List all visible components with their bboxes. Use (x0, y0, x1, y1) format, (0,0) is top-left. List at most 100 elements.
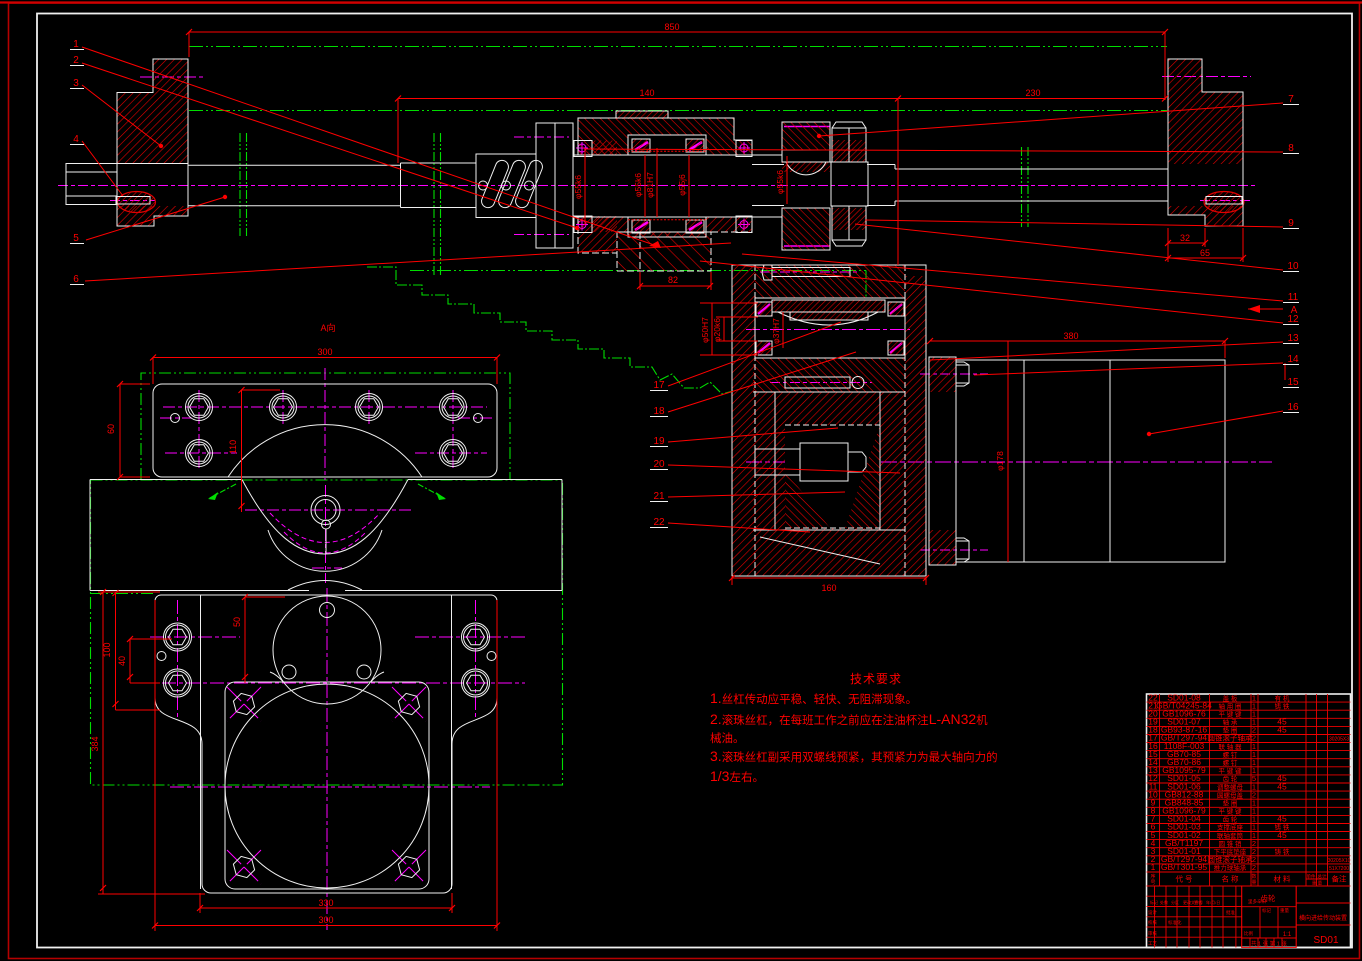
svg-text:2.滚珠丝杠，在每班工作之前应在注油杯注L-AN32机: 2.滚珠丝杠，在每班工作之前应在注油杯注L-AN32机 (710, 711, 988, 727)
svg-text:φ81H7: φ81H7 (645, 172, 655, 198)
svg-text:φ55k6: φ55k6 (633, 173, 643, 197)
svg-text:垫 圈: 垫 圈 (1223, 799, 1238, 808)
svg-text:5: 5 (1252, 774, 1256, 783)
svg-text:10: 10 (1287, 261, 1299, 272)
svg-text:材 料: 材 料 (1273, 874, 1291, 884)
svg-text:32: 32 (1180, 233, 1190, 243)
svg-text:处数: 处数 (1160, 899, 1168, 905)
svg-text:工艺: 工艺 (1148, 941, 1157, 946)
svg-text:轴 用 圈: 轴 用 圈 (1218, 701, 1241, 710)
svg-text:13: 13 (1148, 765, 1158, 775)
svg-text:重量: 重量 (1280, 907, 1289, 914)
svg-text:1: 1 (1252, 710, 1256, 719)
svg-text:100: 100 (102, 642, 112, 657)
svg-text:推力球轴承: 推力球轴承 (1214, 863, 1247, 872)
svg-text:1: 1 (1252, 766, 1256, 775)
svg-text:SD01-04: SD01-04 (1167, 814, 1201, 824)
svg-text:30205X10: 30205X10 (1328, 858, 1351, 864)
svg-text:SD01: SD01 (1313, 935, 1338, 946)
svg-text:45: 45 (1277, 830, 1287, 840)
svg-text:2: 2 (1252, 726, 1256, 735)
svg-text:φ55j6: φ55j6 (677, 174, 687, 196)
svg-text:GB/T297-94: GB/T297-94 (1161, 733, 1208, 743)
svg-text:1:1: 1:1 (1283, 932, 1292, 938)
svg-text:联轴套筒: 联轴套筒 (1217, 831, 1244, 840)
svg-text:标记: 标记 (1150, 899, 1158, 905)
svg-text:GB848-85: GB848-85 (1165, 798, 1204, 808)
svg-text:60: 60 (106, 424, 116, 434)
svg-text:GB1095-79: GB1095-79 (1162, 765, 1206, 775)
svg-text:GB/T04245-84: GB/T04245-84 (1156, 700, 1212, 710)
svg-text:380: 380 (1063, 331, 1078, 341)
svg-text:号: 号 (1150, 880, 1155, 886)
svg-text:1: 1 (1252, 693, 1256, 702)
svg-text:1108F-003: 1108F-003 (1164, 741, 1205, 751)
svg-text:8: 8 (1151, 806, 1156, 816)
svg-text:圆螺母盖: 圆螺母盖 (1217, 790, 1244, 799)
svg-text:比例: 比例 (1244, 930, 1253, 937)
svg-text:16: 16 (1148, 741, 1158, 751)
svg-text:1: 1 (1252, 758, 1256, 767)
svg-text:6: 6 (73, 274, 79, 285)
svg-text:圆 锥 销: 圆 锥 销 (1218, 839, 1242, 848)
svg-text:圆锥滚子轴承: 圆锥滚子轴承 (1208, 733, 1253, 743)
svg-text:51X7200: 51X7200 (1329, 866, 1349, 872)
svg-text:GB/T1197: GB/T1197 (1165, 838, 1203, 848)
svg-text:22: 22 (1148, 692, 1158, 702)
svg-text:110: 110 (228, 440, 238, 454)
svg-text:GB812-88: GB812-88 (1165, 789, 1204, 799)
svg-text:4: 4 (73, 134, 79, 145)
svg-text:1: 1 (1252, 742, 1256, 751)
svg-text:14: 14 (1148, 757, 1158, 767)
svg-text:调整螺母: 调整螺母 (1217, 782, 1244, 791)
svg-text:82: 82 (668, 275, 678, 285)
svg-text:11: 11 (1288, 292, 1299, 303)
svg-text:垫 圈: 垫 圈 (1223, 726, 1238, 735)
svg-text:共 1 张 第 1 张: 共 1 张 第 1 张 (1251, 940, 1287, 948)
svg-text:21: 21 (1148, 700, 1158, 710)
svg-text:8: 8 (1288, 143, 1294, 154)
svg-text:GB1096-79: GB1096-79 (1162, 806, 1206, 816)
svg-text:20: 20 (653, 459, 665, 470)
svg-text:2: 2 (1151, 854, 1156, 864)
svg-text:齿 轮: 齿 轮 (1223, 774, 1238, 783)
svg-text:14: 14 (1287, 354, 1299, 365)
svg-text:SD01-07: SD01-07 (1167, 717, 1201, 727)
svg-text:审核: 审核 (1148, 930, 1157, 937)
svg-text:45: 45 (1277, 781, 1287, 791)
svg-text:65: 65 (1200, 248, 1210, 258)
svg-text:2: 2 (1252, 790, 1256, 799)
svg-text:A向: A向 (320, 322, 335, 333)
svg-text:平 键 键: 平 键 键 (1218, 766, 1242, 775)
svg-text:齿轮: 齿轮 (1261, 893, 1277, 903)
svg-text:名 称: 名 称 (1221, 874, 1239, 884)
svg-text:SD01-08: SD01-08 (1167, 692, 1201, 702)
svg-text:384: 384 (90, 736, 100, 751)
svg-text:批准: 批准 (1226, 909, 1235, 916)
svg-text:量: 量 (1251, 879, 1256, 886)
svg-text:GB/T297-94: GB/T297-94 (1161, 854, 1208, 864)
svg-text:铸 铁: 铸 铁 (1275, 847, 1290, 856)
svg-text:1: 1 (1151, 862, 1156, 872)
svg-text:330: 330 (318, 898, 333, 908)
svg-text:螺 钉: 螺 钉 (1223, 750, 1238, 759)
svg-text:19: 19 (1148, 717, 1158, 727)
svg-text:横向进给传动装置: 横向进给传动装置 (1299, 914, 1347, 922)
svg-text:5: 5 (1151, 830, 1156, 840)
svg-text:SD01-02: SD01-02 (1167, 830, 1201, 840)
svg-text:2: 2 (1252, 855, 1256, 864)
svg-text:SD01-06: SD01-06 (1167, 781, 1201, 791)
svg-text:有 机: 有 机 (1275, 693, 1290, 702)
svg-text:40: 40 (117, 656, 127, 666)
svg-text:A: A (1291, 305, 1298, 316)
svg-text:1: 1 (1252, 807, 1256, 816)
svg-text:GB/T301-95: GB/T301-95 (1161, 862, 1208, 872)
svg-text:重 量: 重 量 (1312, 880, 1323, 887)
svg-text:φ55k6: φ55k6 (775, 170, 785, 194)
svg-text:GB93-87-16: GB93-87-16 (1161, 725, 1208, 735)
svg-text:16: 16 (1287, 402, 1299, 413)
svg-text:圆锥滚子轴承: 圆锥滚子轴承 (1208, 854, 1253, 864)
svg-text:支撑底座: 支撑底座 (1217, 823, 1244, 832)
svg-text:15: 15 (1148, 749, 1158, 759)
svg-text:18: 18 (1148, 725, 1158, 735)
